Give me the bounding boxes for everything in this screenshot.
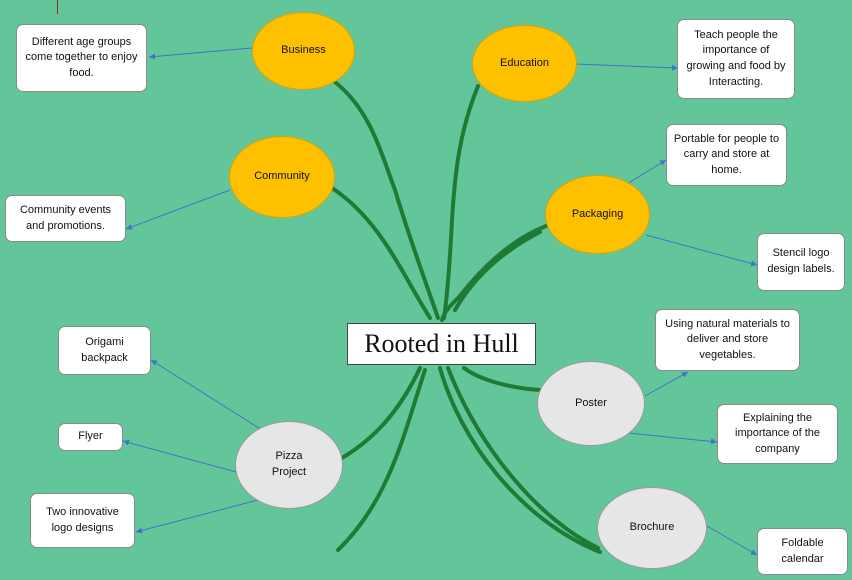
- arrow-education: [575, 63, 679, 71]
- branch-brochure: [438, 366, 602, 554]
- arrow-community: [125, 189, 231, 230]
- arrow-packaging-stencil: [645, 234, 758, 267]
- branch-education: [442, 84, 480, 320]
- arrow-business: [148, 47, 253, 60]
- note-pizza-flyer: Flyer: [58, 423, 123, 451]
- central-title: Rooted in Hull: [347, 323, 536, 365]
- branch-packaging-2: [453, 230, 542, 312]
- arrow-pizza-logos: [135, 499, 259, 534]
- branch-pizza: [333, 366, 422, 464]
- branch-business: [333, 80, 440, 320]
- note-pizza-origami: Origami backpack: [58, 326, 151, 375]
- note-pizza-logos: Two innovative logo designs: [30, 493, 135, 548]
- node-packaging: Packaging: [545, 175, 650, 254]
- arrow-packaging-portable: [626, 159, 667, 185]
- arrow-pizza-origami: [150, 359, 263, 431]
- corner-mark: [57, 0, 58, 14]
- arrow-brochure: [706, 525, 758, 556]
- branch-community: [330, 186, 432, 320]
- note-packaging-stencil: Stencil logo design labels.: [757, 233, 845, 291]
- note-poster-explaining: Explaining the importance of the company: [717, 404, 838, 464]
- branch-pizza-2: [336, 368, 427, 552]
- note-education: Teach people the importance of growing a…: [677, 19, 795, 99]
- node-brochure: Brochure: [597, 487, 707, 569]
- branch-brochure-2: [446, 366, 600, 550]
- note-poster-materials: Using natural materials to deliver and s…: [655, 309, 800, 371]
- arrow-poster-materials: [644, 371, 689, 397]
- node-pizza-project: Pizza Project: [235, 421, 343, 509]
- node-poster: Poster: [537, 361, 645, 446]
- note-business: Different age groups come together to en…: [16, 24, 147, 92]
- arrow-poster-explaining: [627, 432, 718, 445]
- note-packaging-portable: Portable for people to carry and store a…: [666, 124, 787, 186]
- node-community: Community: [229, 136, 335, 218]
- arrow-pizza-flyer: [122, 439, 237, 473]
- branch-packaging: [440, 224, 548, 322]
- note-community: Community events and promotions.: [5, 195, 126, 242]
- branch-poster: [462, 366, 542, 392]
- note-brochure-foldable: Foldable calendar: [757, 528, 848, 575]
- node-education: Education: [472, 25, 577, 102]
- node-business: Business: [252, 12, 355, 90]
